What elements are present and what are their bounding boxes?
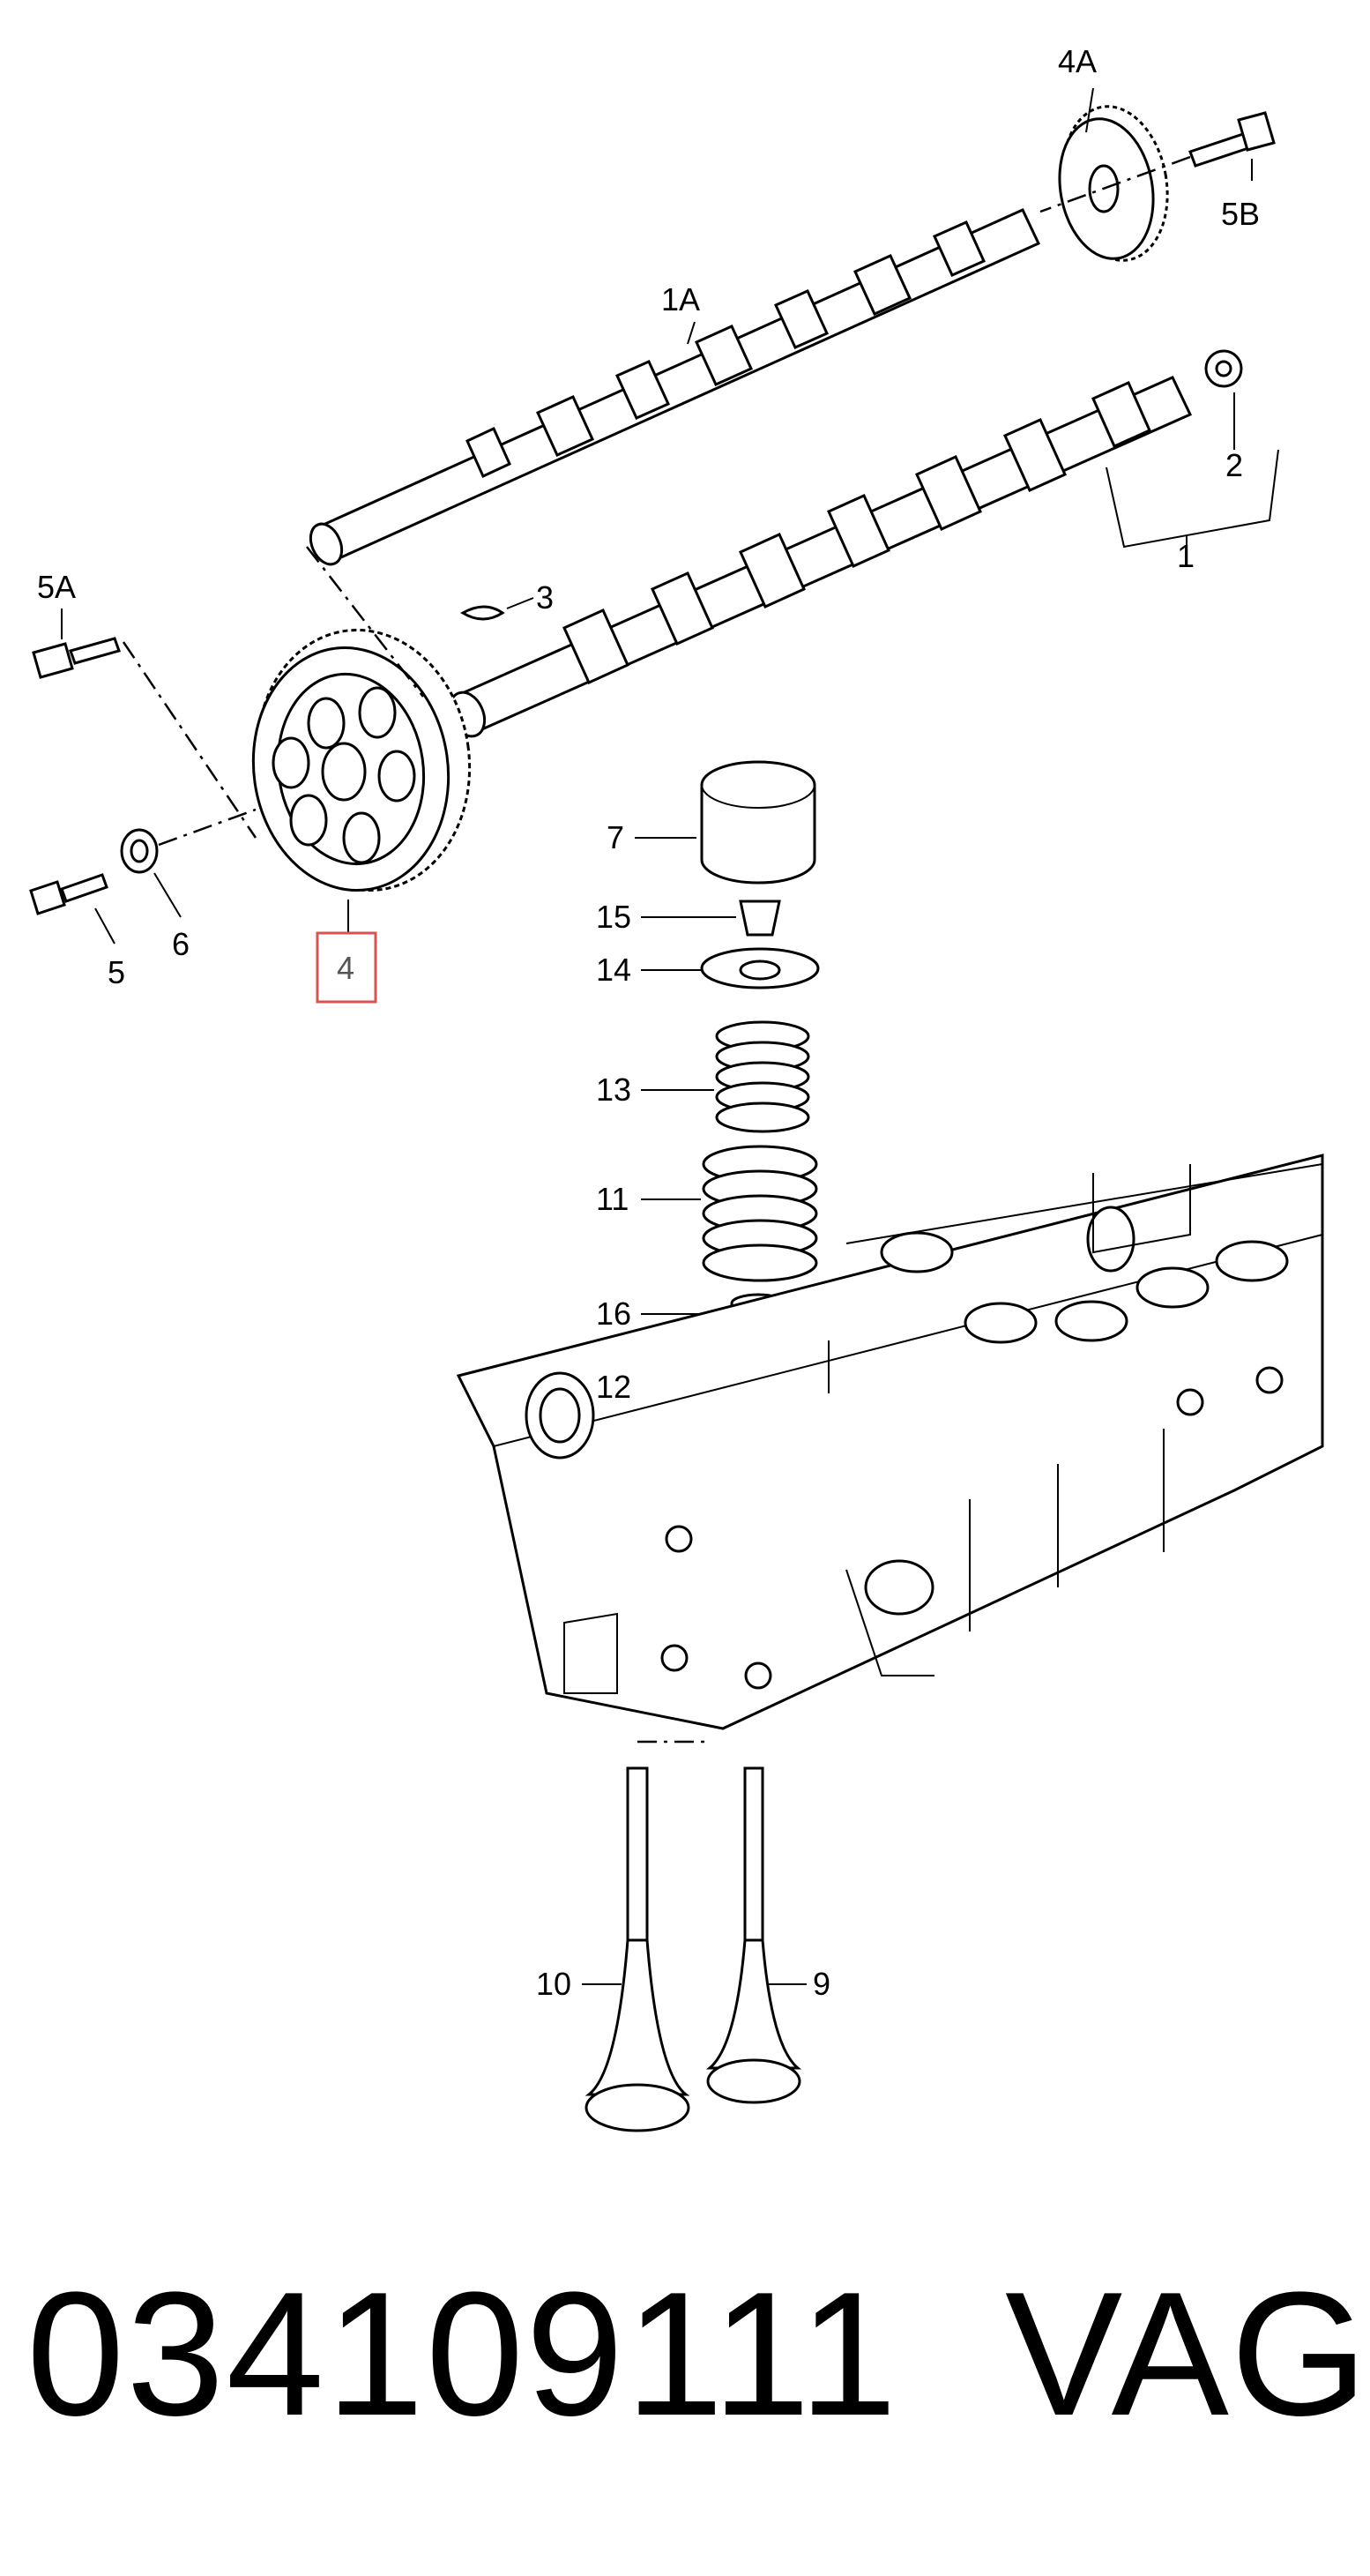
camshaft-upper <box>309 208 1041 566</box>
valve-cotters-part-15 <box>739 900 781 937</box>
callout-11: 11 <box>596 1181 629 1217</box>
callout-3: 3 <box>536 579 554 616</box>
axis-line-4A <box>1039 155 1191 213</box>
exhaust-valve-part-9 <box>705 1766 802 2104</box>
callout-9: 9 <box>813 1966 830 2002</box>
bucket-tappet-part-7 <box>700 760 816 885</box>
axis-line-camshaft <box>306 546 424 698</box>
outer-spring-part-11 <box>702 1145 818 1282</box>
callout-1A: 1A <box>661 281 700 317</box>
callout-13: 13 <box>596 1071 631 1108</box>
callout-1: 1 <box>1177 538 1195 574</box>
woodruff-key-part-3 <box>460 605 505 621</box>
bolt-part-5A <box>32 637 121 679</box>
callout-12: 12 <box>596 1369 631 1405</box>
callout-14: 14 <box>596 952 631 988</box>
cylinder-head <box>456 1154 1324 1730</box>
leader-3 <box>506 597 534 609</box>
callout-5A: 5A <box>37 569 76 605</box>
bolt-part-5B <box>1188 111 1276 168</box>
highlighted-callout-4[interactable]: 4 <box>316 931 377 1004</box>
callout-5: 5 <box>108 954 125 990</box>
footer: 034109111 VAG <box>26 2256 1368 2453</box>
intake-valve-part-10 <box>584 1766 690 2132</box>
callout-6: 6 <box>172 926 190 962</box>
callout-5B: 5B <box>1221 196 1260 232</box>
callout-4: 4 <box>337 950 354 986</box>
washer-part-6 <box>120 828 159 874</box>
callout-10: 10 <box>536 1966 571 2002</box>
leader-4A <box>1085 87 1094 133</box>
callout-2: 2 <box>1225 447 1243 483</box>
brand: VAG <box>1005 2256 1370 2453</box>
part-number: 034109111 <box>26 2256 899 2453</box>
axis-line-5 <box>158 808 257 847</box>
callout-labels: 4A 5B 1A 2 1 3 5A 5 6 7 15 14 13 11 16 1… <box>37 43 1260 2002</box>
axis-line-5A <box>122 641 257 839</box>
callout-4A: 4A <box>1058 43 1097 79</box>
small-gear-part-2 <box>1204 349 1243 388</box>
callout-16: 16 <box>596 1295 631 1332</box>
callout-15: 15 <box>596 899 631 935</box>
leader-6 <box>153 872 182 918</box>
leader-1A <box>687 321 696 345</box>
spring-cap-part-14 <box>700 947 820 989</box>
camshaft-sprocket-part-4A <box>1058 105 1169 262</box>
bolt-part-5 <box>29 873 108 915</box>
inner-spring-part-13 <box>715 1020 810 1133</box>
camshaft-sprocket-part-4 <box>251 628 472 892</box>
leader-5 <box>94 907 115 945</box>
bracket-1 <box>1106 449 1279 549</box>
camshaft-lower <box>448 376 1193 738</box>
callout-7: 7 <box>607 819 624 855</box>
